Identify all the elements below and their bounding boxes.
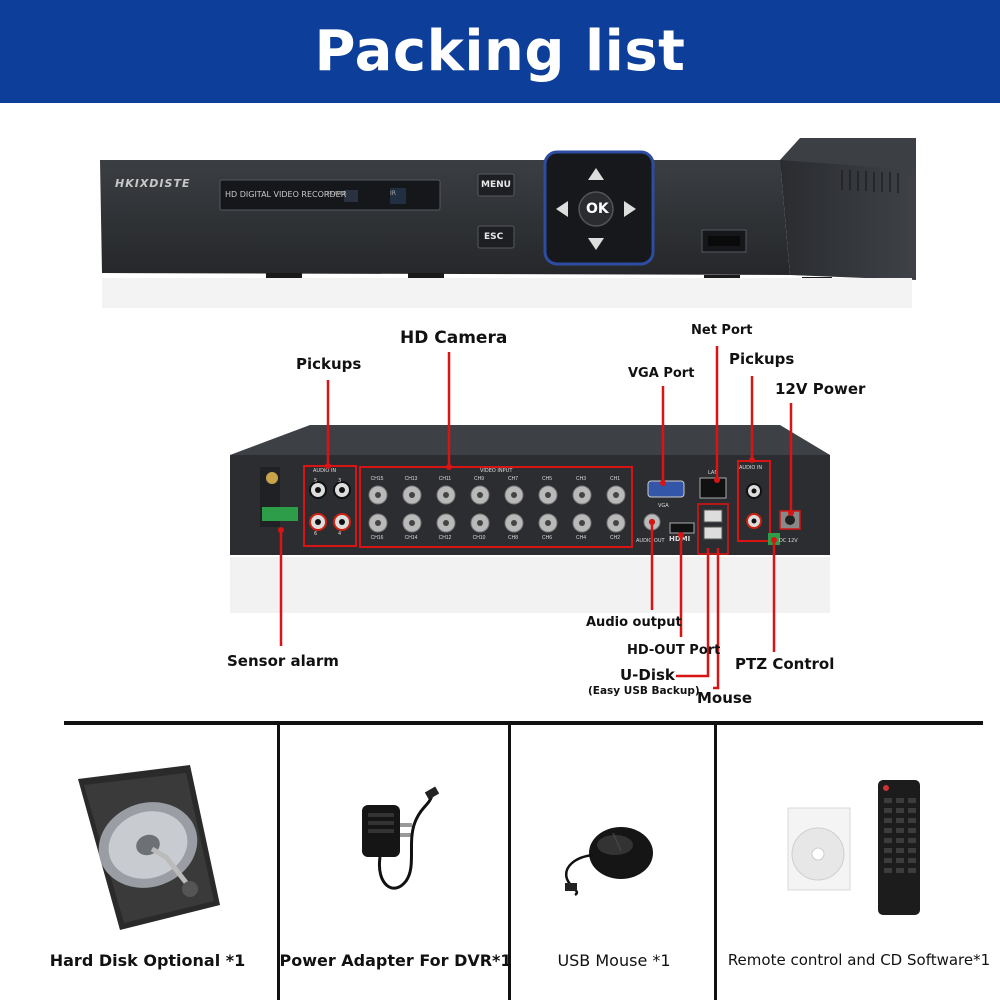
callout-hd-out-port: HD-OUT Port — [627, 643, 721, 658]
channel-labels-top: CH15 CH13 CH11 CH9 CH7 CH5 CH3 CH1 — [360, 476, 632, 484]
audio-num: 5 — [314, 478, 318, 484]
callout-pickups-right: Pickups — [729, 350, 795, 368]
rear-hdmi-label: HDMI — [669, 535, 691, 543]
rear-audio-out-label: AUDIO OUT — [636, 538, 665, 544]
channel-label: CH8 — [507, 535, 518, 541]
callout-u-disk-note: (Easy USB Backup) — [588, 685, 700, 697]
audio-num: 3 — [338, 478, 342, 484]
callout-vga-port: VGA Port — [628, 366, 695, 381]
item-caption-hard-disk: Hard Disk Optional *1 — [49, 950, 246, 970]
callout-12v-power: 12V Power — [775, 380, 866, 398]
callout-pickups-left: Pickups — [296, 355, 362, 373]
power-led-label: POWER — [328, 191, 347, 197]
rear-audio-in-right-label: AUDIO IN — [739, 465, 763, 471]
channel-label: CH14 — [404, 535, 418, 541]
dvr-rear-image — [230, 425, 830, 613]
brand-logo: HKIXDISTE — [115, 177, 191, 190]
channel-label: CH9 — [473, 476, 484, 482]
section-divider — [64, 721, 983, 725]
column-divider — [714, 725, 717, 1000]
callout-lines — [278, 346, 794, 690]
rear-video-input-label: VIDEO INPUT — [480, 468, 513, 474]
usb-mouse-image — [564, 827, 653, 897]
channel-label: CH7 — [507, 476, 518, 482]
item-caption-power-adapter: Power Adapter For DVR*1 — [279, 950, 512, 970]
channel-label: CH12 — [438, 535, 452, 541]
item-caption-remote-cd: Remote control and CD Software*1 — [727, 951, 991, 969]
channel-label: CH6 — [541, 535, 552, 541]
rear-audio-in-label: AUDIO IN — [313, 468, 337, 474]
esc-button: ESC — [484, 232, 504, 242]
page-title: Packing list — [314, 19, 686, 84]
rear-vga-label: VGA — [658, 503, 669, 509]
power-adapter-image — [362, 786, 440, 890]
callout-ptz-control: PTZ Control — [735, 655, 835, 673]
channel-label: CH16 — [370, 535, 384, 541]
audio-num: 4 — [338, 531, 342, 537]
channel-labels-bottom: CH16 CH14 CH12 CH10 CH8 CH6 CH4 CH2 — [360, 535, 632, 543]
callout-mouse: Mouse — [697, 689, 753, 707]
callout-u-disk: U-Disk — [620, 666, 675, 684]
remote-cd-image — [787, 780, 920, 915]
header-banner: Packing list — [0, 0, 1000, 103]
channel-label: CH4 — [575, 535, 586, 541]
item-caption-usb-mouse: USB Mouse *1 — [557, 950, 671, 970]
ok-button: OK — [586, 201, 609, 217]
callout-sensor-alarm: Sensor alarm — [227, 652, 339, 670]
column-divider — [277, 725, 280, 1000]
audio-num: 6 — [314, 531, 318, 537]
channel-label: CH2 — [609, 535, 620, 541]
callout-audio-output: Audio output — [586, 615, 682, 630]
menu-button: MENU — [481, 180, 511, 190]
dvr-front-image — [100, 138, 916, 308]
channel-label: CH13 — [404, 476, 418, 482]
callout-hd-camera: HD Camera — [400, 328, 508, 348]
channel-label: CH10 — [472, 535, 486, 541]
ir-label: IR — [390, 190, 396, 197]
channel-label: CH1 — [609, 476, 620, 482]
channel-label: CH3 — [575, 476, 586, 482]
hard-disk-image — [78, 765, 220, 930]
display-label: HD DIGITAL VIDEO RECORDER — [225, 190, 347, 199]
channel-label: CH5 — [541, 476, 552, 482]
rear-dc-label: DC 12V — [779, 538, 798, 544]
channel-label: CH15 — [370, 476, 384, 482]
callout-net-port: Net Port — [691, 323, 753, 338]
column-divider — [508, 725, 511, 1000]
rear-lan-label: LAN — [708, 470, 719, 476]
channel-label: CH11 — [438, 476, 452, 482]
